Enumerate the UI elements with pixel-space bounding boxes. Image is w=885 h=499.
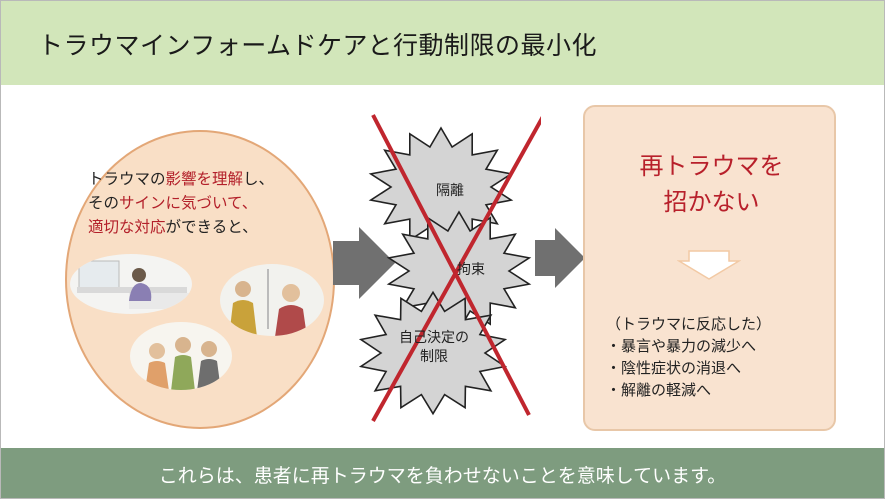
slide-title: トラウマインフォームドケアと行動制限の最小化 — [38, 31, 598, 60]
footer-bar: これらは、患者に再トラウマを負わせないことを意味しています。 — [1, 448, 884, 498]
cross-line-icon — [371, 114, 531, 416]
restraint-label: 拘束 — [457, 262, 485, 278]
highlight-understand-impact: 影響を理解 — [165, 170, 244, 188]
cross-line-icon — [371, 116, 541, 422]
understanding-text: トラウマの影響を理解し、 そのサインに気づいて、 適切な対応ができると、 — [88, 167, 328, 239]
patient-room-illustration — [70, 254, 192, 314]
title-bar: トラウマインフォームドケアと行動制限の最小化 — [1, 1, 884, 85]
text-span: その — [88, 194, 120, 212]
text-span: ができると、 — [165, 218, 258, 236]
care-team-illustration — [130, 322, 232, 390]
arrow-right-icon — [333, 227, 395, 299]
isolation-label: 隔離 — [436, 183, 464, 199]
no-retraumatization-heading-1: 再トラウマを — [639, 152, 784, 180]
nurse-patient-illustration — [220, 264, 324, 336]
self-decision-line-2: 制限 — [420, 349, 448, 365]
outcome-list: （トラウマに反応した） ・暴言や暴力の減少へ ・陰性症状の消退へ ・解離の軽減へ — [606, 313, 771, 401]
highlight-notice-signs: サインに気づいて、 — [119, 194, 258, 212]
no-retraumatization-box: 再トラウマを 招かない — [583, 105, 836, 431]
outcome-item: ・解離の軽減へ — [606, 381, 712, 399]
text-span: トラウマの — [88, 170, 166, 188]
understanding-line-3: 適切な対応ができると、 — [88, 215, 328, 239]
text-span: し、 — [243, 170, 275, 188]
self-decision-label: 自己決定の 制限 — [382, 329, 486, 367]
understanding-line-1: トラウマの影響を理解し、 — [88, 167, 328, 191]
no-retraumatization-heading-2: 招かない — [663, 188, 760, 216]
footer-text: これらは、患者に再トラウマを負わせないことを意味しています。 — [158, 465, 727, 487]
arrow-right-icon — [535, 228, 585, 288]
restriction-starbursts — [358, 114, 541, 422]
highlight-appropriate-response: 適切な対応 — [88, 218, 166, 236]
outcome-item: ・陰性症状の消退へ — [606, 359, 742, 377]
outcome-subheading: （トラウマに反応した） — [606, 315, 772, 333]
arrow-down-icon — [677, 250, 741, 280]
self-decision-line-1: 自己決定の — [399, 330, 469, 346]
understanding-line-2: そのサインに気づいて、 — [88, 191, 328, 215]
outcome-item: ・暴言や暴力の減少へ — [606, 337, 757, 355]
